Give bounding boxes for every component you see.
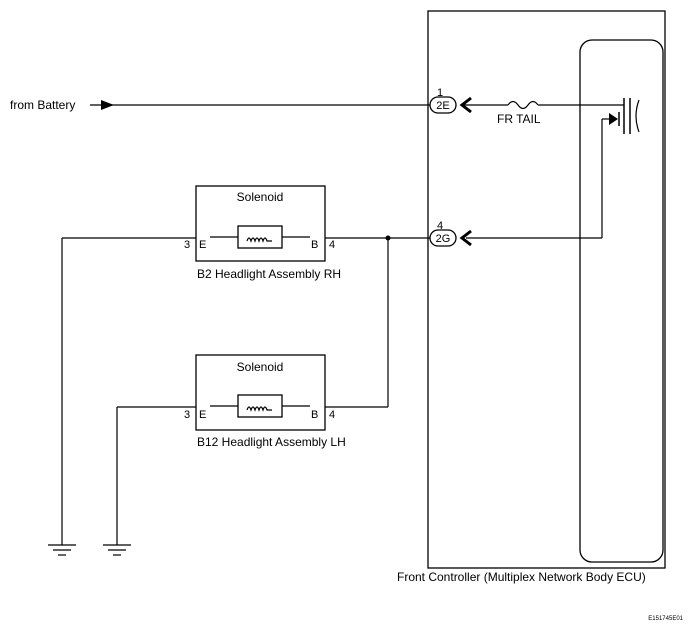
relay-coil-arc xyxy=(635,99,640,133)
lh-solenoid-label: Solenoid xyxy=(237,360,284,374)
connector-2g-label: 2G xyxy=(436,233,451,245)
connector-2g-chevron xyxy=(459,229,472,247)
rh-assembly-label: B2 Headlight Assembly RH xyxy=(197,267,341,281)
ecu-box xyxy=(427,10,666,569)
lh-pin-b: 4 xyxy=(329,409,335,421)
rh-solenoid-box xyxy=(195,185,326,262)
rh-coil-icon xyxy=(246,237,272,243)
connector-4-pin: 4 xyxy=(437,220,443,232)
rh-pin-e: 3 xyxy=(184,239,190,251)
ref-code: E151745E01 xyxy=(648,616,683,622)
ecu-inner-module xyxy=(579,39,664,563)
connector-1-pin: 1 xyxy=(437,87,443,99)
lh-solenoid-box xyxy=(195,354,326,431)
connector-2e-label: 2E xyxy=(436,100,449,112)
lh-pin-e: 3 xyxy=(184,409,190,421)
rh-coil-box xyxy=(237,225,283,249)
rh-label-e: E xyxy=(199,239,206,251)
rh-label-b: B xyxy=(311,239,318,251)
battery-label: from Battery xyxy=(10,98,75,112)
lh-coil-icon xyxy=(246,406,272,412)
diode-icon xyxy=(609,113,618,125)
rh-pin-b: 4 xyxy=(329,239,335,251)
lh-label-e: E xyxy=(199,409,206,421)
battery-arrow xyxy=(101,100,114,110)
ecu-label: Front Controller (Multiplex Network Body… xyxy=(397,570,646,584)
lh-coil-box xyxy=(237,394,283,418)
rh-solenoid-label: Solenoid xyxy=(237,190,284,204)
lh-label-b: B xyxy=(311,409,318,421)
lh-assembly-label: B12 Headlight Assembly LH xyxy=(197,435,346,449)
lh-ground-icon xyxy=(103,544,131,556)
fuse-icon xyxy=(507,100,539,110)
rh-ground-icon xyxy=(48,544,76,556)
connector-2e xyxy=(429,96,457,114)
fuse-label: FR TAIL xyxy=(497,112,541,126)
